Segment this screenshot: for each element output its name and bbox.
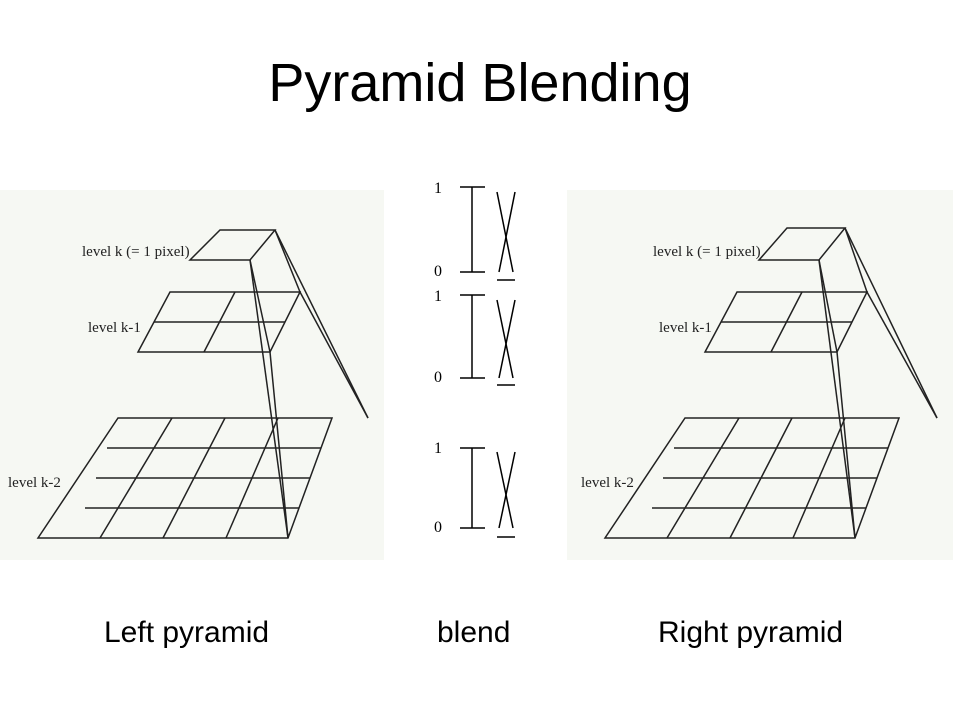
blend-caption: blend [437, 616, 511, 649]
slide-title: Pyramid Blending [268, 53, 692, 113]
level-k-label: level k (= 1 pixel) [82, 244, 190, 260]
level-k1-label: level k-1 [659, 320, 712, 336]
blend-scale-2-bottom: 0 [434, 369, 442, 386]
left-pyramid-diagram: level k (= 1 pixel) level k-1 level k-2 [8, 229, 369, 539]
blend-curve-1b [498, 191, 516, 273]
blend-scale-1-bottom: 0 [434, 263, 442, 280]
blend-curve-2b [498, 299, 516, 379]
right-pyramid-diagram: level k (= 1 pixel) level k-1 level k-2 [581, 227, 938, 539]
right-pyramid-figure: level k (= 1 pixel) level k-1 level k-2 [567, 190, 953, 560]
blend-weights-diagram: 1 0 1 0 1 0 [434, 180, 516, 538]
level-k-cell [188, 229, 277, 261]
level-k2-label: level k-2 [8, 475, 61, 491]
level-k2-label: level k-2 [581, 475, 634, 491]
level-k-cell [757, 227, 847, 261]
blend-scale-2-top: 1 [434, 288, 442, 305]
blend-curve-3a [496, 451, 514, 529]
level-k1-label: level k-1 [88, 320, 141, 336]
left-pyramid-figure: level k (= 1 pixel) level k-1 level k-2 [0, 190, 384, 560]
left-pyramid-caption: Left pyramid [104, 616, 270, 649]
level-k-label: level k (= 1 pixel) [653, 244, 761, 260]
blend-curve-1a [496, 191, 514, 273]
blend-scale-1-top: 1 [434, 180, 442, 197]
blend-curve-3b [498, 451, 516, 529]
blend-curve-2a [496, 299, 514, 379]
blend-scale-3-bottom: 0 [434, 519, 442, 536]
right-pyramid-caption: Right pyramid [658, 616, 844, 649]
blend-scale-3-top: 1 [434, 440, 442, 457]
